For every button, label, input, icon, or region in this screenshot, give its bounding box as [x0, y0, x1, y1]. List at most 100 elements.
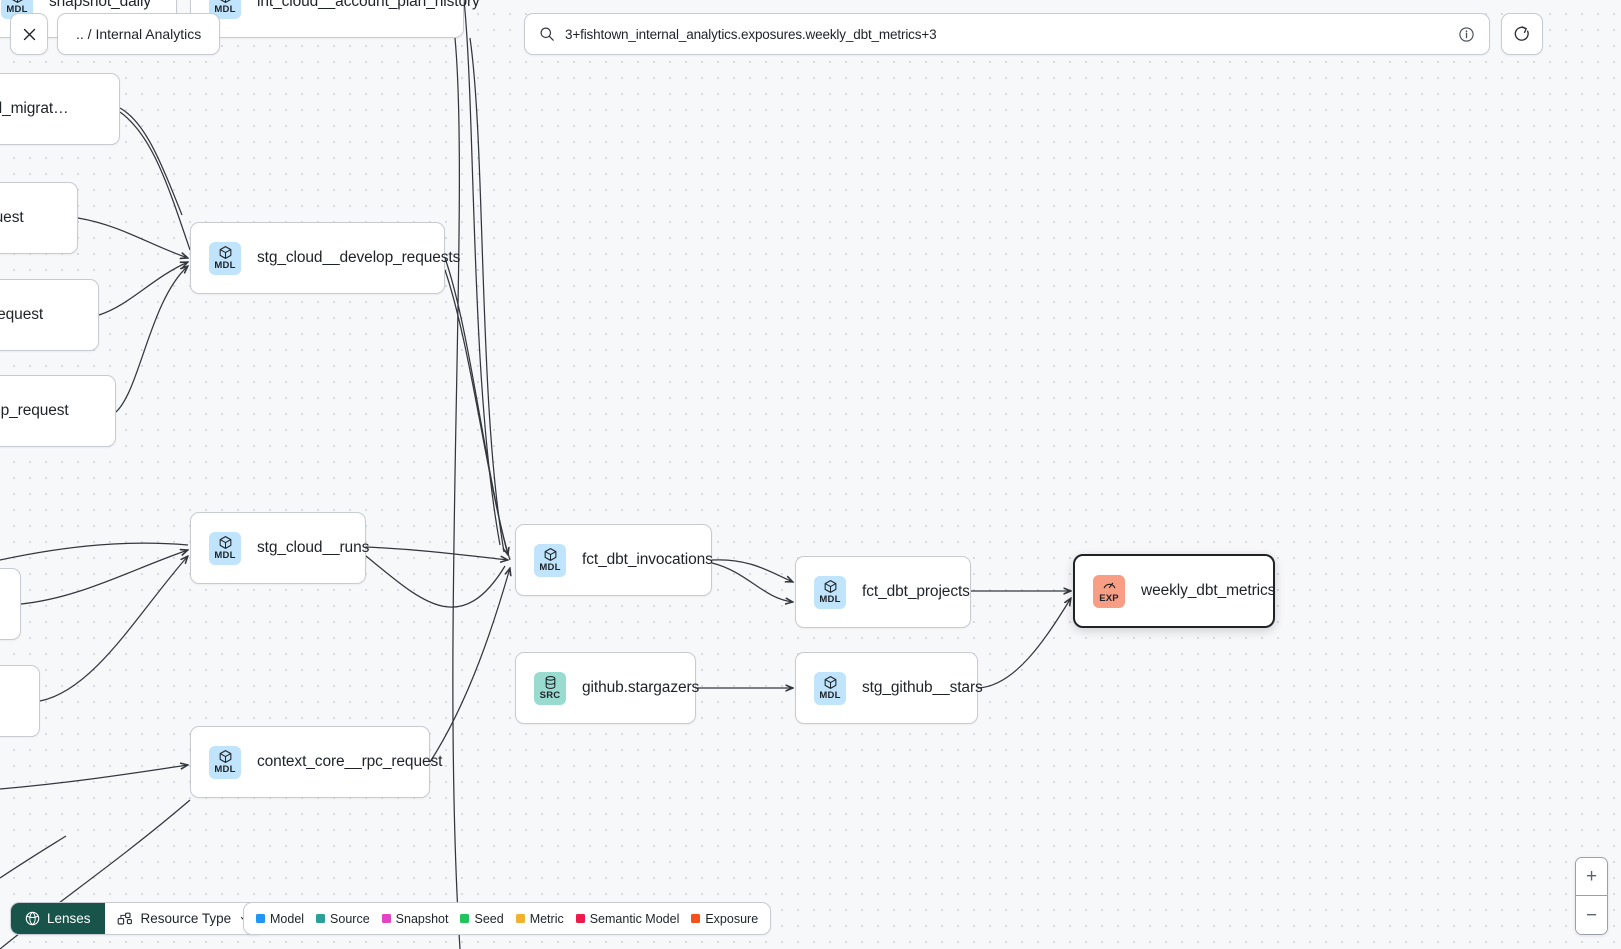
cube-icon — [218, 749, 233, 764]
graph-node-stg_cloud_develop_requests[interactable]: MDL stg_cloud__develop_requests — [190, 222, 460, 294]
zoom-out-label: − — [1585, 904, 1598, 926]
node-label: op_request — [0, 209, 24, 226]
legend-item[interactable]: Metric — [515, 911, 564, 926]
resource-type-icon — [117, 911, 133, 927]
resource-type-label: Resource Type — [140, 911, 232, 926]
legend-item[interactable]: Seed — [460, 911, 504, 926]
mdl-badge: MDL — [209, 0, 241, 19]
legend-item[interactable]: Exposure — [691, 912, 758, 926]
mdl-badge: MDL — [209, 241, 241, 275]
gauge-icon — [1102, 578, 1117, 593]
node-label: stg_cloud__develop_requests — [257, 249, 461, 266]
legend-item[interactable]: Source — [316, 912, 370, 926]
graph-node-multicell_migrat[interactable]: MDLmulticell_migrat… — [0, 73, 120, 145]
node-label: stg_cloud__runs — [257, 539, 370, 556]
node-label: int_cloud__account_plan_history — [257, 0, 480, 10]
graph-node-fct_dbt_projects[interactable]: MDL fct_dbt_projects — [795, 556, 971, 628]
legend-swatch-icon — [515, 914, 525, 923]
graph-node-op_request[interactable]: MDLop_request — [0, 182, 78, 254]
graph-node-velop_request[interactable]: MDLvelop_request — [0, 279, 99, 351]
breadcrumb-label: .. / Internal Analytics — [76, 26, 202, 42]
legend-item[interactable]: Snapshot — [381, 911, 449, 926]
legend-label: Metric — [529, 911, 564, 926]
badge-type-label: MDL — [214, 764, 236, 776]
zoom-in-label: + — [1585, 866, 1598, 887]
legend-label: Semantic Model — [589, 911, 680, 926]
lenses-icon — [25, 911, 40, 926]
graph-node-fct_dbt_invocations[interactable]: MDL fct_dbt_invocations — [515, 524, 713, 596]
node-label: _develop_request — [0, 402, 69, 419]
lenses-button[interactable]: Lenses — [11, 903, 105, 934]
node-label: snapshot_daily — [49, 0, 152, 10]
graph-node-github_stargazers[interactable]: SRC github.stargazers — [515, 652, 700, 724]
legend-label: Source — [330, 911, 370, 926]
search-icon — [539, 26, 555, 42]
badge-type-label: MDL — [539, 562, 561, 574]
legend-swatch-icon — [316, 914, 326, 923]
legend-swatch-icon — [691, 914, 701, 923]
graph-node-weekly_dbt_metrics[interactable]: EXP weekly_dbt_metrics — [1073, 554, 1275, 628]
mdl-badge: MDL — [209, 531, 241, 565]
node-label: fct_dbt_projects — [862, 583, 970, 600]
cube-icon — [218, 0, 233, 4]
info-circle-icon[interactable] — [1458, 26, 1475, 43]
graph-node-node_run[interactable]: MDL_run — [0, 665, 40, 737]
resource-type-dropdown[interactable]: Resource Type — [104, 903, 264, 934]
refresh-icon — [1512, 24, 1532, 44]
node-label: velop_request — [0, 306, 44, 323]
cube-icon — [10, 0, 25, 4]
legend-swatch-icon — [575, 914, 585, 923]
legend-label: Model — [270, 911, 305, 926]
node-label: multicell_migrat… — [0, 100, 69, 117]
legend-item[interactable]: Semantic Model — [575, 911, 680, 926]
search-bar[interactable]: 3+fishtown_internal_analytics.exposures.… — [524, 13, 1490, 55]
zoom-out-button[interactable]: − — [1576, 896, 1607, 934]
bottom-toolbar: Lenses Resource Type — [10, 902, 265, 935]
cube-icon — [823, 675, 838, 690]
lenses-label: Lenses — [47, 911, 91, 926]
badge-type-label: MDL — [819, 594, 841, 606]
legend-swatch-icon — [256, 914, 265, 923]
cube-icon — [823, 579, 838, 594]
legend-swatch-icon — [381, 914, 391, 923]
badge-type-label: MDL — [214, 260, 236, 272]
node-label: fct_dbt_invocations — [582, 551, 713, 568]
zoom-in-button[interactable]: + — [1576, 858, 1607, 896]
zoom-controls: + − — [1575, 857, 1608, 935]
legend-swatch-icon — [460, 914, 470, 923]
graph-node-develop_request[interactable]: MDL_develop_request — [0, 375, 116, 447]
graph-node-node_n[interactable]: MDLn — [0, 568, 21, 640]
breadcrumb[interactable]: .. / Internal Analytics — [57, 13, 221, 55]
node-label: context_core__rpc_request — [257, 753, 443, 770]
badge-type-label: MDL — [819, 690, 841, 702]
mdl-badge: MDL — [814, 671, 846, 705]
refresh-button[interactable] — [1501, 13, 1543, 55]
cube-icon — [218, 245, 233, 260]
legend-label: Seed — [474, 911, 504, 926]
lens-group: Lenses Resource Type — [10, 902, 265, 935]
mdl-badge: MDL — [209, 745, 241, 779]
search-input[interactable]: 3+fishtown_internal_analytics.exposures.… — [565, 26, 937, 42]
mdl-badge: MDL — [534, 543, 566, 577]
close-icon — [21, 26, 38, 43]
close-button[interactable] — [10, 13, 48, 55]
legend-item[interactable]: Model — [256, 912, 304, 926]
badge-type-label: MDL — [6, 4, 28, 16]
graph-node-stg_cloud_runs[interactable]: MDL stg_cloud__runs — [190, 512, 370, 584]
badge-type-label: MDL — [214, 4, 236, 16]
graph-node-context_core_rpc_request[interactable]: MDL context_core__rpc_request — [190, 726, 442, 798]
legend-label: Exposure — [705, 911, 759, 926]
node-label: weekly_dbt_metrics — [1141, 582, 1276, 599]
cube-icon — [543, 547, 558, 562]
badge-type-label: SRC — [539, 690, 561, 702]
node-label: stg_github__stars — [862, 679, 983, 696]
graph-node-stg_github_stars[interactable]: MDL stg_github__stars — [795, 652, 983, 724]
exp-badge: EXP — [1093, 574, 1125, 608]
node-label: github.stargazers — [582, 679, 700, 696]
database-icon — [543, 675, 558, 690]
legend-label: Snapshot — [395, 911, 449, 926]
src-badge: SRC — [534, 671, 566, 705]
graph-node-int_cloud_acct_plan_hist[interactable]: MDL int_cloud__account_plan_history — [190, 0, 480, 38]
